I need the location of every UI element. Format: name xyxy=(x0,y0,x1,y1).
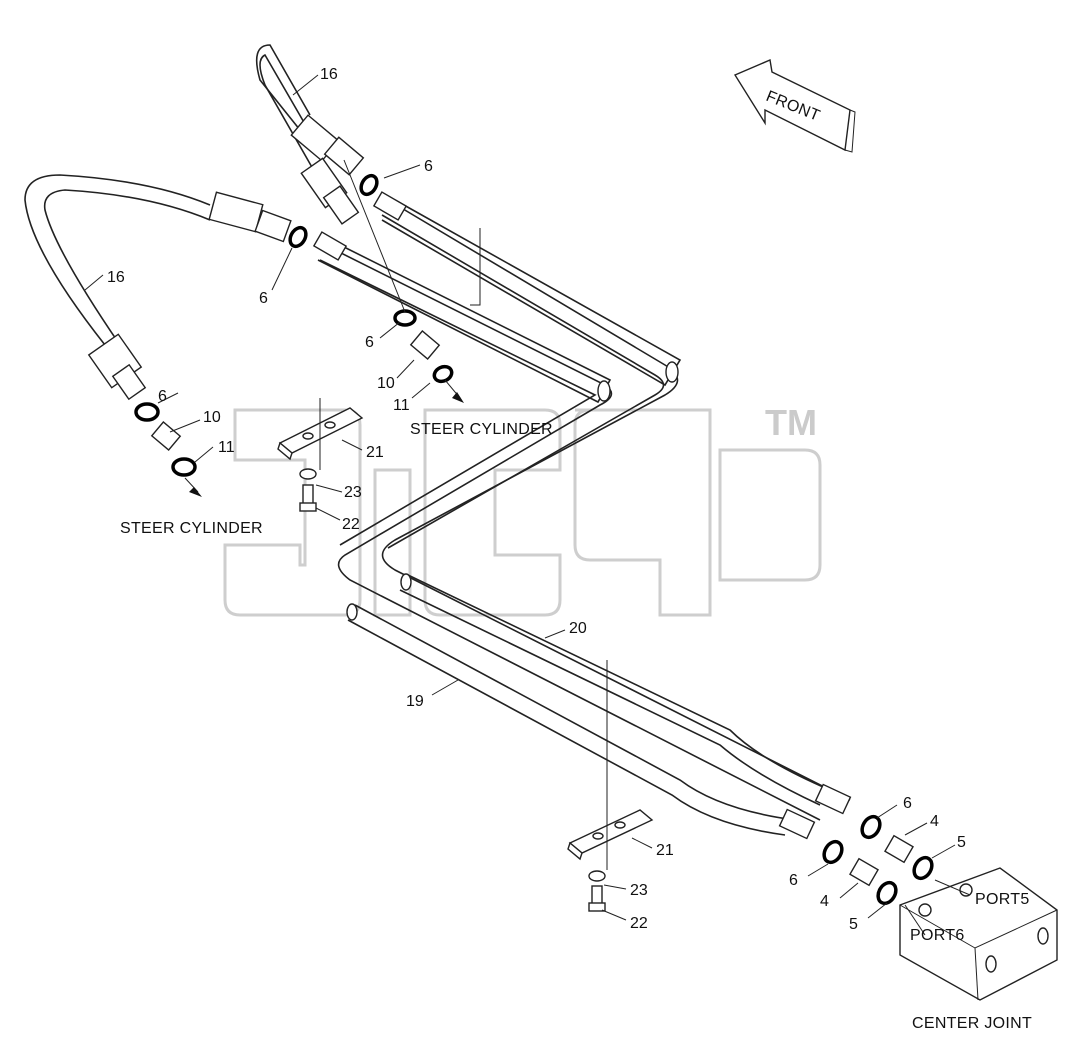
tube-19 xyxy=(346,603,816,840)
front-arrow: FRONT xyxy=(733,59,856,153)
callout-6-c: 6 xyxy=(365,334,374,351)
callout-11-b: 11 xyxy=(218,439,235,456)
port6-label: PORT6 xyxy=(910,927,965,944)
pipe-ends xyxy=(312,191,682,404)
fittings xyxy=(150,330,914,887)
callout-10-a: 10 xyxy=(377,375,395,392)
callout-20: 20 xyxy=(569,620,587,637)
watermark-tm: TM xyxy=(765,402,817,443)
callout-6-a: 6 xyxy=(424,158,433,175)
text-labels: STEER CYLINDER STEER CYLINDER PORT5 PORT… xyxy=(120,421,1032,1032)
center-joint-label: CENTER JOINT xyxy=(912,1015,1032,1032)
callout-23-lower: 23 xyxy=(630,882,648,899)
callout-6-d: 6 xyxy=(158,388,167,405)
hose-upper-crimp-b xyxy=(300,157,360,225)
callout-6-b: 6 xyxy=(259,290,268,307)
callout-6-e: 6 xyxy=(903,795,912,812)
callout-19: 19 xyxy=(406,693,424,710)
callouts: 16 16 6 6 6 6 10 10 11 11 21 23 22 20 19… xyxy=(107,66,966,933)
bolt-washer-upper xyxy=(299,468,317,512)
leader-lines xyxy=(84,74,971,936)
watermark-logo: TM xyxy=(223,402,822,617)
direction-arrows xyxy=(184,379,464,497)
steer-cylinder-right-label: STEER CYLINDER xyxy=(410,421,553,438)
callout-21-upper: 21 xyxy=(366,444,384,461)
callout-5-b: 5 xyxy=(849,916,858,933)
callout-16-left: 16 xyxy=(107,269,125,286)
callout-22-lower: 22 xyxy=(630,915,648,932)
o-rings xyxy=(134,173,934,906)
steer-cylinder-left-label: STEER CYLINDER xyxy=(120,520,263,537)
callout-10-b: 10 xyxy=(203,409,221,426)
port5-label: PORT5 xyxy=(975,891,1030,908)
callout-6-f: 6 xyxy=(789,872,798,889)
clamp-upper xyxy=(277,407,364,461)
hose-upper-crimp-a xyxy=(290,114,365,176)
callout-4-b: 4 xyxy=(820,893,829,910)
callout-11-a: 11 xyxy=(393,397,410,414)
callout-4-a: 4 xyxy=(930,813,939,830)
callout-22-upper: 22 xyxy=(342,516,360,533)
bolt-washer-lower xyxy=(588,870,606,912)
center-joint-block xyxy=(899,867,1058,1001)
pipe-upper-pair xyxy=(319,199,851,821)
hose-upper xyxy=(255,44,365,225)
callout-23-upper: 23 xyxy=(344,484,362,501)
hose-left xyxy=(24,174,292,401)
callout-5-a: 5 xyxy=(957,834,966,851)
tube-20 xyxy=(399,573,852,815)
clamp-lower xyxy=(567,809,654,861)
callout-16-upper: 16 xyxy=(320,66,338,83)
callout-21-lower: 21 xyxy=(656,842,674,859)
